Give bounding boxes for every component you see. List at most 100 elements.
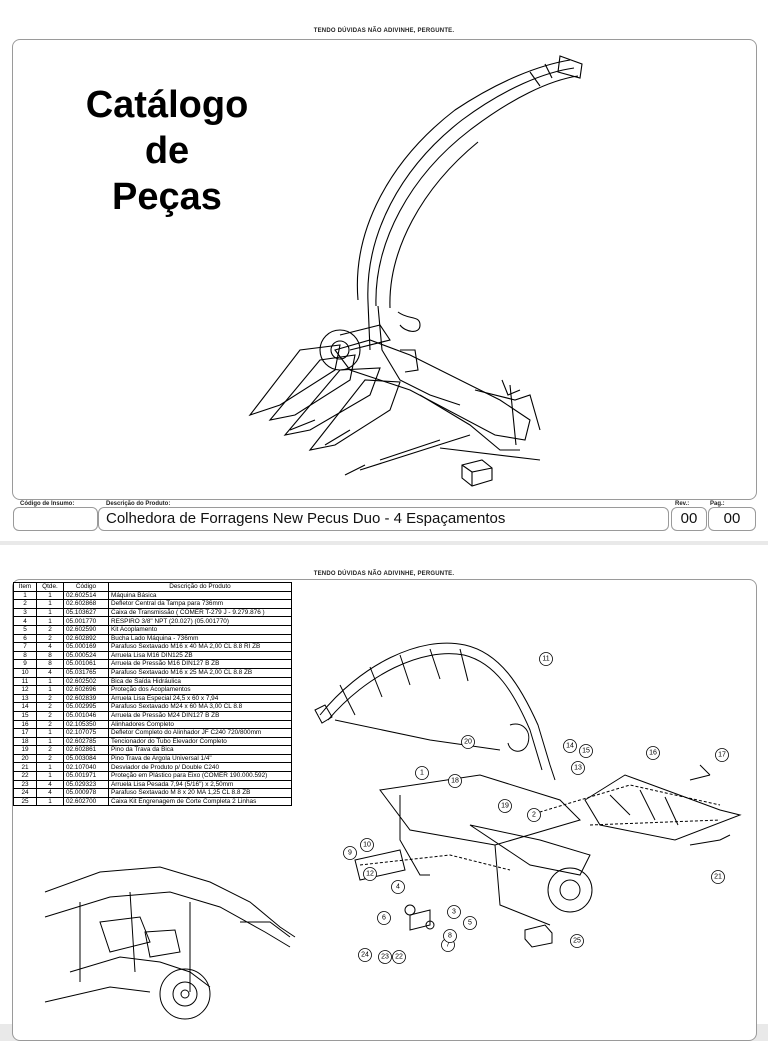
- callout-label: 12: [366, 871, 374, 878]
- callout-10: 10: [360, 838, 374, 852]
- callout-25: 25: [570, 934, 584, 948]
- cell-item: 11: [13, 676, 37, 687]
- cell-qtde: 1: [36, 685, 64, 695]
- cell-qtde: 1: [36, 599, 64, 609]
- callout-5: 5: [463, 916, 477, 930]
- callout-label: 6: [382, 915, 386, 922]
- cell-codigo: 02.602839: [63, 693, 109, 704]
- cell-qtde: 4: [36, 788, 64, 798]
- cell-descricao: Arruela Lisa Especial 24,5 x 60 x 7,94: [108, 693, 292, 704]
- callout-24: 24: [358, 948, 372, 962]
- cell-descricao: Tencionador do Tubo Elevador Completo: [108, 736, 292, 747]
- rev-label: Rev.:: [675, 501, 690, 507]
- cover-title-line: Peças: [112, 176, 222, 218]
- cell-qtde: 2: [36, 745, 64, 755]
- cell-qtde: 1: [36, 796, 64, 807]
- callout-label: 21: [714, 874, 722, 881]
- callout-label: 20: [464, 739, 472, 746]
- cell-codigo: 02.602892: [63, 633, 109, 644]
- callout-circle: [378, 950, 392, 964]
- cell-item: 8: [13, 650, 37, 661]
- callout-16: 16: [646, 746, 660, 760]
- cell-qtde: 4: [36, 779, 64, 790]
- callout-circle: [363, 867, 377, 881]
- callout-label: 25: [573, 938, 581, 945]
- cell-qtde: 2: [36, 710, 64, 721]
- cell-descricao: Arruela de Pressão M24 DIN127 B ZB: [108, 710, 292, 721]
- cell-descricao: Parafuso Sextavado M 8 x 20 MA 1,25 CL 8…: [108, 788, 292, 798]
- cell-qtde: 2: [36, 624, 64, 635]
- cell-descricao: Proteção dos Acoplamentos: [108, 685, 292, 695]
- descricao-label: Descrição do Produto:: [106, 501, 171, 507]
- cell-codigo: 02.602785: [63, 736, 109, 747]
- callout-label: 18: [451, 778, 459, 785]
- cell-codigo: 05.103627: [63, 607, 109, 618]
- cell-codigo: 02.602861: [63, 745, 109, 755]
- cell-codigo: 05.000169: [63, 642, 109, 652]
- cell-descricao: RESPIRO 3/8" NPT (20.027) (05.001770): [108, 616, 292, 626]
- cell-item: 7: [13, 642, 37, 652]
- cell-item: 24: [13, 788, 37, 798]
- cell-descricao: Parafuso Sextavado M16 x 40 MA 2,00 CL 8…: [108, 642, 292, 652]
- cell-codigo: 02.602696: [63, 685, 109, 695]
- callout-circle: [447, 905, 461, 919]
- cell-item: 16: [13, 719, 37, 730]
- cover-title: Catálogo de Peças: [62, 82, 272, 220]
- cell-descricao: Arruela de Pressão M16 DIN127 B ZB: [108, 659, 292, 669]
- callout-circle: [711, 870, 725, 884]
- cell-codigo: 02.602700: [63, 796, 109, 807]
- cell-item: 10: [13, 667, 37, 678]
- callout-21: 21: [711, 870, 725, 884]
- callout-8: 8: [443, 929, 457, 943]
- callout-12: 12: [363, 867, 377, 881]
- callout-label: 23: [381, 954, 389, 961]
- pag-value: 00: [723, 510, 741, 527]
- callout-label: 13: [574, 765, 582, 772]
- cell-descricao: Parafuso Sextavado M16 x 25 MA 2,00 CL 8…: [108, 667, 292, 678]
- cell-qtde: 4: [36, 667, 64, 678]
- cell-item: 21: [13, 762, 37, 773]
- callout-circle: [415, 766, 429, 780]
- col-item: Item: [13, 582, 37, 592]
- cell-descricao: Parafuso Sextavado M24 x 60 MA 3,00 CL 8…: [108, 702, 292, 712]
- callout-label: 8: [448, 933, 452, 940]
- callout-label: 16: [649, 750, 657, 757]
- cell-qtde: 2: [36, 702, 64, 712]
- callout-circle: [392, 950, 406, 964]
- callout-circle: [377, 911, 391, 925]
- rev-field: [671, 507, 707, 531]
- callout-4: 4: [391, 880, 405, 894]
- callout-circle: [448, 774, 462, 788]
- rev-value: 00: [680, 510, 698, 527]
- callout-label: 17: [718, 752, 726, 759]
- callout-circle: [498, 799, 512, 813]
- callout-15: 15: [579, 744, 593, 758]
- callout-circle: [443, 929, 457, 943]
- cell-item: 12: [13, 685, 37, 695]
- callout-circle: [539, 652, 553, 666]
- cell-descricao: Alinhadores Completo: [108, 719, 292, 730]
- cell-descricao: Pino da Trava da Bica: [108, 745, 292, 755]
- cell-codigo: 02.107040: [63, 762, 109, 773]
- cell-item: 5: [13, 624, 37, 635]
- callout-circle: [715, 748, 729, 762]
- callout-circle: [461, 735, 475, 749]
- callout-17: 17: [715, 748, 729, 762]
- cell-qtde: 2: [36, 753, 64, 764]
- cell-item: 23: [13, 779, 37, 790]
- cell-codigo: 02.107075: [63, 728, 109, 738]
- cell-codigo: 05.001770: [63, 616, 109, 626]
- cell-codigo: 02.105350: [63, 719, 109, 730]
- cell-codigo: 05.031765: [63, 667, 109, 678]
- col-codigo: Código: [63, 582, 109, 592]
